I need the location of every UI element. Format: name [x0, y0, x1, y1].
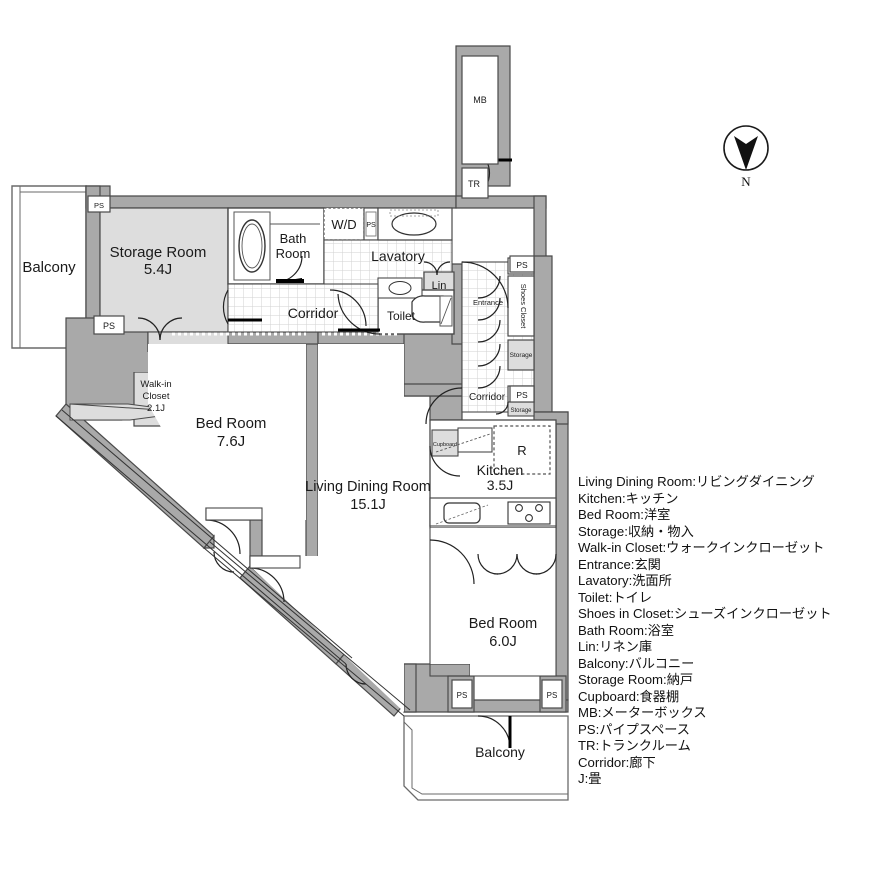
room-text-labels: Balcony Storage Room 5.4J Bath Room W/D …: [22, 95, 557, 760]
label-ps-6: PS: [547, 691, 558, 700]
label-corridor-main: Corridor: [288, 305, 339, 321]
label-storage-room: Storage Room: [110, 244, 207, 261]
room-living-dining: [250, 344, 404, 712]
legend-item: Balcony:バルコニー: [578, 655, 695, 671]
label-living-dining-area: 15.1J: [350, 497, 385, 513]
label-bath-room-line2: Room: [276, 246, 311, 261]
label-bath-room-line1: Bath: [280, 231, 307, 246]
legend-item: Storage:収納・物入: [578, 523, 694, 539]
compass-rose: N: [723, 125, 769, 189]
label-toilet: Toilet: [387, 309, 416, 323]
label-storage-small-1: Storage: [510, 352, 533, 359]
label-bedroom-1: Bed Room: [196, 415, 267, 432]
label-bedroom-2: Bed Room: [469, 616, 538, 632]
label-cupboard: Cupboard: [433, 442, 457, 448]
room-bedroom-1: [148, 344, 306, 520]
label-lavatory: Lavatory: [371, 248, 425, 264]
label-washer-dryer: W/D: [331, 217, 356, 232]
label-storage-small-2: Storage: [510, 408, 532, 414]
label-bedroom-2-area: 6.0J: [489, 634, 516, 650]
legend-item: Living Dining Room:リビングダイニング: [578, 474, 815, 489]
door-frames: [205, 507, 301, 569]
label-walkin-area: 2.1J: [147, 403, 165, 414]
legend-item: PS:パイプスペース: [578, 721, 690, 737]
legend-item: Bath Room:浴室: [578, 622, 675, 638]
room-kitchen: [429, 419, 557, 529]
room-toilet: [377, 277, 455, 335]
label-mb: MB: [473, 95, 487, 105]
legend-item: Kitchen:キッチン: [578, 490, 679, 506]
wall-structure: [55, 45, 569, 717]
label-balcony-south: Balcony: [475, 744, 525, 760]
label-ps-4: PS: [516, 390, 528, 400]
legend-item: Entrance:玄関: [578, 556, 661, 572]
legend-item: MB:メーターボックス: [578, 705, 707, 720]
label-balcony-northwest: Balcony: [22, 259, 76, 276]
legend-item: Cupboard:食器棚: [578, 688, 680, 704]
label-walkin-line1: Walk-in: [140, 379, 171, 390]
label-ps-wd: PS: [366, 222, 376, 229]
label-living-dining: Living Dining Room: [305, 479, 431, 495]
legend-item: J:畳: [578, 771, 602, 786]
legend-item: Bed Room:洋室: [578, 507, 671, 522]
legend-item: Storage Room:納戸: [578, 672, 694, 687]
compass-north-label: N: [741, 174, 751, 189]
label-ps-1: PS: [94, 201, 104, 210]
balcony-south: [403, 715, 569, 801]
label-refrigerator: R: [517, 443, 526, 458]
storage-shoes-closet: [507, 257, 535, 417]
legend-item: Shoes in Closet:シューズインクローゼット: [578, 606, 832, 621]
label-lin: Lin: [432, 280, 447, 292]
label-corridor-east: Corridor: [469, 392, 506, 403]
legend-item: Corridor:廊下: [578, 754, 656, 770]
label-bedroom-1-area: 7.6J: [217, 433, 245, 450]
legend-item: Walk-in Closet:ウォークインクローゼット: [578, 540, 825, 555]
sliding-doors-diagonal: [55, 409, 411, 717]
room-bath-room: [227, 207, 325, 285]
room-lavatory: [323, 207, 453, 291]
legend-item: Lin:リネン庫: [578, 639, 653, 654]
ps-boxes: [87, 55, 563, 709]
label-ps-5: PS: [457, 691, 468, 700]
label-kitchen: Kitchen: [477, 462, 524, 478]
label-ps-2: PS: [103, 321, 115, 331]
door-swings: [137, 158, 557, 749]
legend-list: Living Dining Room:リビングダイニング Kitchen:キッチ…: [578, 474, 870, 788]
legend-item: Toilet:トイレ: [578, 589, 653, 605]
legend-item: TR:トランクルーム: [578, 738, 691, 753]
label-entrance: Entrance: [473, 298, 503, 307]
room-bedroom-2: [429, 525, 557, 677]
label-kitchen-area: 3.5J: [487, 477, 513, 493]
label-storage-room-area: 5.4J: [144, 261, 172, 278]
label-walkin-line2: Closet: [143, 391, 170, 402]
label-ps-3: PS: [516, 260, 528, 270]
label-shoes-closet: Shoes Closet: [519, 284, 528, 330]
label-tr: TR: [468, 179, 480, 189]
legend-item: Lavatory:洗面所: [578, 573, 672, 588]
